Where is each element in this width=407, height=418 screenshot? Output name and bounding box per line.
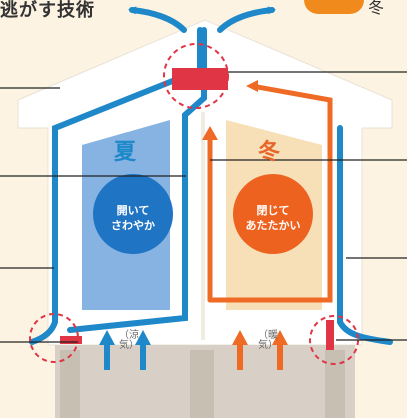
winter-airflow-arrowhead-up <box>202 126 218 140</box>
vent-arrow-right <box>217 6 276 33</box>
foundation-left-block <box>60 350 80 418</box>
cool-air-label: （涼気） <box>119 330 139 351</box>
foundation-right-block <box>325 350 345 418</box>
winter-disc <box>233 174 313 254</box>
winter-label: 冬 <box>368 0 385 17</box>
summer-disc-line1: 開いて <box>116 204 150 217</box>
diagram-title: 逃がす技術 <box>0 0 95 21</box>
winter-airflow-arrowhead-top <box>246 80 258 92</box>
winter-disc-line2: あたたかい <box>245 219 301 232</box>
summer-disc-text: 開いて さわやか <box>88 203 178 233</box>
leader-lines <box>0 71 407 343</box>
vent-arrow-left <box>128 6 187 33</box>
summer-disc <box>93 174 173 254</box>
foundation-center-block <box>190 350 214 418</box>
right-floor-damper <box>326 320 334 350</box>
winter-disc-text: 閉じて あたたかい <box>228 203 318 233</box>
season-badge <box>304 0 364 14</box>
warm-air-label: （暖気） <box>258 330 278 351</box>
left-vent-highlight <box>29 313 79 363</box>
winter-disc-line1: 閉じて <box>256 204 290 217</box>
summer-disc-line2: さわやか <box>111 219 155 232</box>
winter-airflow-loop <box>207 83 333 303</box>
warm-air-arrows <box>232 330 288 370</box>
left-floor-damper <box>60 336 82 344</box>
ridge-highlight <box>163 43 229 109</box>
summer-airflow-outer <box>29 27 203 345</box>
summer-airflow-right-wall <box>337 125 393 345</box>
cool-air-arrows <box>99 330 151 370</box>
ridge-damper <box>172 68 228 90</box>
winter-season-label: 冬 <box>258 139 281 165</box>
summer-season-label: 夏 <box>114 139 137 165</box>
